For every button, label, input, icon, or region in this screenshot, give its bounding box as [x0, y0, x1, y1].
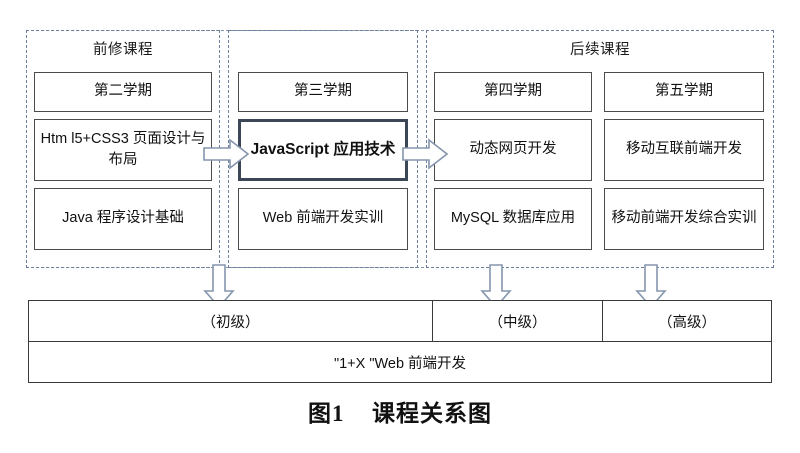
course-box-mysql-database[interactable]: MySQL 数据库应用: [434, 188, 592, 250]
term-header-term-4: 第四学期: [434, 72, 592, 112]
level-cell-primary: （初级）: [29, 301, 433, 341]
course-column-term-5: 第五学期 移动互联前端开发 移动前端开发综合实训: [604, 72, 764, 250]
term-header-term-3: 第三学期: [238, 72, 408, 112]
course-column-term-4: 第四学期 动态网页开发 MySQL 数据库应用: [434, 72, 592, 250]
figure-caption-label: 图1: [308, 401, 345, 426]
course-box-dynamic-web-development[interactable]: 动态网页开发: [434, 119, 592, 181]
group-label-subsequent: 后续课程: [570, 42, 630, 58]
level-cell-intermediate: （中级）: [433, 301, 603, 341]
course-box-mobile-frontend-capstone[interactable]: 移动前端开发综合实训: [604, 188, 764, 250]
course-box-web-frontend-practicum[interactable]: Web 前端开发实训: [238, 188, 408, 250]
arrow-right-icon-pre-to-current: [203, 137, 250, 171]
figure-caption: 图1 课程关系图: [0, 394, 800, 428]
course-column-term-2: 第二学期 Htm l5+CSS3 页面设计与布局 Java 程序设计基础: [34, 72, 212, 250]
figure-caption-title: 课程关系图: [372, 401, 492, 426]
arrow-down-icon-to-intermediate-level: [479, 264, 513, 309]
term-header-term-5: 第五学期: [604, 72, 764, 112]
term-header-term-2: 第二学期: [34, 72, 212, 112]
certificate-name: "1+X "Web 前端开发: [333, 355, 467, 372]
arrow-right-icon-current-to-post: [402, 137, 449, 171]
level-cell-advanced: （高级）: [658, 314, 716, 331]
certification-level-table: （初级） （中级） （高级） "1+X "Web 前端开发: [28, 300, 772, 383]
course-box-html5-css3[interactable]: Htm l5+CSS3 页面设计与布局: [34, 119, 212, 181]
arrow-down-icon-to-primary-level: [202, 264, 236, 309]
level-row: （初级） （中级） （高级）: [29, 301, 771, 342]
arrow-down-icon-to-advanced-level: [634, 264, 668, 309]
course-box-java-basics[interactable]: Java 程序设计基础: [34, 188, 212, 250]
group-label-prerequisite: 前修课程: [93, 42, 153, 58]
course-column-term-3: 第三学期 JavaScript 应用技术 Web 前端开发实训: [238, 72, 408, 250]
course-box-mobile-internet-frontend[interactable]: 移动互联前端开发: [604, 119, 764, 181]
course-box-javascript-applied-tech[interactable]: JavaScript 应用技术: [238, 119, 408, 181]
